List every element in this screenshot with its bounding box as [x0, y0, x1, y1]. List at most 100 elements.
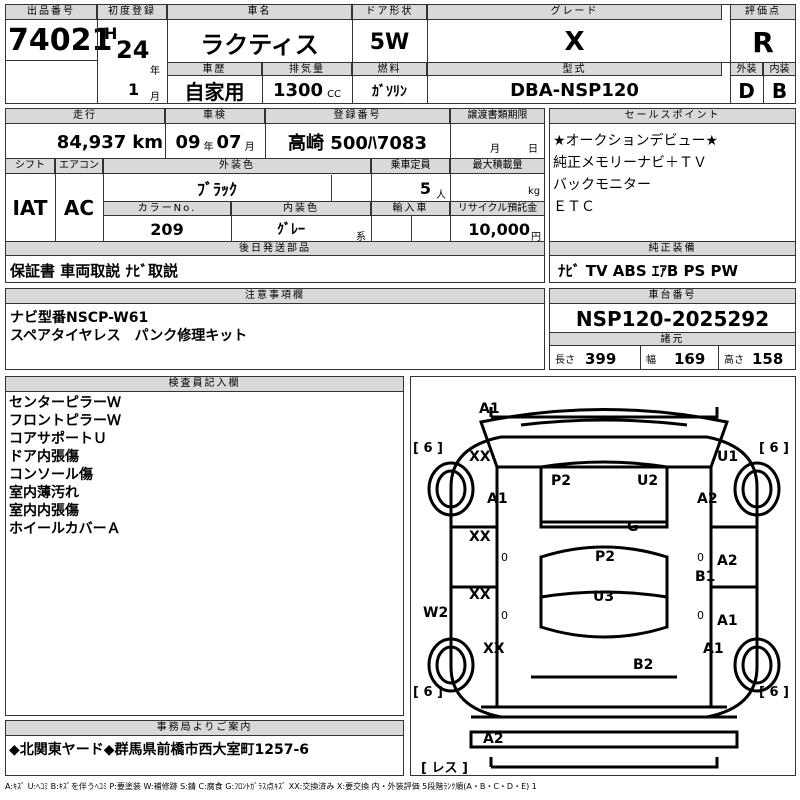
damage-mark: A2 — [483, 731, 504, 747]
inspector-note: コンソール傷 — [9, 467, 93, 483]
zero-mark: 0 — [501, 609, 508, 622]
recycle-unit: 円 — [531, 232, 541, 243]
tire-lr: [ 6 ] — [413, 685, 443, 700]
color-no-header: カラーNo. — [103, 201, 231, 216]
mileage-header: 走行 — [5, 108, 165, 124]
era: H — [104, 24, 118, 43]
insp-year-unit: 年 — [203, 141, 214, 153]
exterior-score: D — [738, 78, 755, 103]
sales-point-item: ＥＴＣ — [553, 199, 595, 215]
damage-mark: XX — [483, 641, 505, 657]
car-diagram: [ 6 ] [ 6 ] [ 6 ] [ 6 ] [ レス ] A1 XX U1 … — [410, 376, 796, 776]
damage-mark: U1 — [717, 449, 739, 465]
damage-mark: P2 — [595, 549, 616, 565]
displacement: 1300 — [272, 80, 324, 101]
inspector-note: ドア内張傷 — [9, 449, 79, 465]
zero-mark: 0 — [501, 551, 508, 564]
inspector-note: フロントピラーＷ — [9, 413, 121, 429]
interior-header: 内装 — [763, 62, 796, 76]
first-reg-year: 24 — [116, 36, 150, 64]
capacity-header: 乗車定員 — [371, 158, 450, 174]
color-no: 209 — [150, 219, 184, 239]
mileage: 84,937 — [56, 131, 127, 153]
car-name: ラクティス — [200, 30, 319, 59]
width: 169 — [674, 349, 706, 368]
exterior-header: 外装 — [730, 62, 763, 76]
office-address: ◆北関東ヤード◆群馬県前橋市西大室町1257-6 — [9, 742, 310, 758]
lot-no: 74021 — [8, 22, 113, 58]
damage-mark: A1 — [703, 641, 724, 657]
inspector-header: 検査員記入欄 — [5, 376, 404, 392]
later-parts-header: 後日発送部品 — [5, 241, 545, 256]
tire-rf: [ 6 ] — [759, 441, 789, 456]
lot-no-header: 出品番号 — [5, 4, 97, 20]
car-outline — [427, 407, 781, 769]
shift: IAT — [12, 196, 48, 220]
cc-unit: CC — [327, 89, 342, 100]
insp-month: 07 — [216, 131, 242, 153]
later-parts: 保証書 車両取説 ﾅﾋﾞ取説 — [10, 261, 178, 280]
sales-point-item: ★オークションデビュー★ — [553, 133, 719, 149]
sales-point-header: セールスポイント — [549, 108, 796, 124]
inspector-note: ホイールカバーＡ — [9, 521, 121, 537]
recycle-fee: 10,000 — [468, 219, 530, 239]
transfer-header: 譲渡書類期限 — [450, 108, 545, 124]
chassis-header: 車台番号 — [549, 288, 796, 304]
specs-header: 諸元 — [549, 332, 796, 346]
door-header: ドア形状 — [352, 4, 427, 20]
tire-lf: [ 6 ] — [413, 441, 443, 456]
int-color-unit: 系 — [356, 232, 366, 243]
insp-year: 09 — [175, 131, 201, 153]
capacity-unit: 人 — [436, 190, 446, 201]
damage-mark: A2 — [717, 553, 738, 569]
grade: X — [564, 27, 585, 57]
insp-month-unit: 月 — [244, 141, 255, 153]
damage-mark: B2 — [633, 657, 654, 673]
int-color: ｸﾞﾚｰ — [277, 222, 305, 238]
damage-mark: U2 — [637, 473, 659, 489]
sales-point-item: バックモニター — [553, 177, 651, 193]
damage-mark: U3 — [593, 589, 615, 605]
reg-no-header: 登録番号 — [265, 108, 450, 124]
inspector-note: センターピラーＷ — [9, 395, 121, 411]
genuine-equip: ﾅﾋﾞ TV ABS ｴｱB PS PW — [558, 261, 739, 280]
import-header: 輸入車 — [371, 201, 450, 216]
transfer-day: 日 — [528, 144, 538, 155]
displacement-header: 排気量 — [262, 62, 352, 76]
history-header: 車歴 — [167, 62, 262, 76]
fuel-header: 燃料 — [352, 62, 427, 76]
damage-mark: A1 — [479, 401, 500, 417]
damage-mark: XX — [469, 529, 491, 545]
note-item: スペアタイヤレス パンク修理キット — [10, 328, 248, 344]
score-header: 評価点 — [730, 4, 796, 20]
history: 自家用 — [184, 80, 245, 104]
zero-mark: 0 — [697, 609, 704, 622]
grade-header: グレード — [427, 4, 722, 20]
office-header: 事務局よりご案内 — [5, 720, 404, 736]
inspector-note: 室内薄汚れ — [9, 485, 79, 501]
recycle-header: リサイクル預託金 — [450, 201, 545, 216]
inspector-notes: センターピラーＷ フロントピラーＷ コアサポートＵ ドア内張傷 コンソール傷 室… — [9, 394, 121, 538]
door-type: 5W — [369, 29, 410, 55]
damage-mark: A1 — [487, 491, 508, 507]
legend: A:ｷｽﾞ U:ﾍｺﾐ B:ｷｽﾞを伴うﾍｺﾐ P:要塗装 W:補修跡 S:錆 … — [5, 782, 537, 791]
ext-color: ﾌﾞﾗｯｸ — [196, 180, 237, 199]
height-label: 高さ — [724, 355, 744, 366]
load-unit: kg — [528, 186, 541, 197]
first-reg-month: 1 — [128, 80, 140, 99]
damage-mark: XX — [469, 587, 491, 603]
length-label: 長さ — [555, 355, 575, 366]
inspection-header: 車検 — [165, 108, 265, 124]
damage-mark: P2 — [551, 473, 572, 489]
month-unit: 月 — [150, 92, 160, 103]
genuine-equip-header: 純正装備 — [549, 241, 796, 256]
tire-rr: [ 6 ] — [759, 685, 789, 700]
interior-score: B — [771, 78, 788, 103]
damage-mark: A2 — [697, 491, 718, 507]
spare-tire: [ レス ] — [421, 761, 468, 776]
shift-header: シフト — [5, 158, 55, 174]
score: R — [752, 25, 774, 59]
capacity: 5 — [419, 178, 431, 198]
first-reg-header: 初度登録 — [97, 4, 167, 20]
km-unit: km — [132, 131, 163, 153]
